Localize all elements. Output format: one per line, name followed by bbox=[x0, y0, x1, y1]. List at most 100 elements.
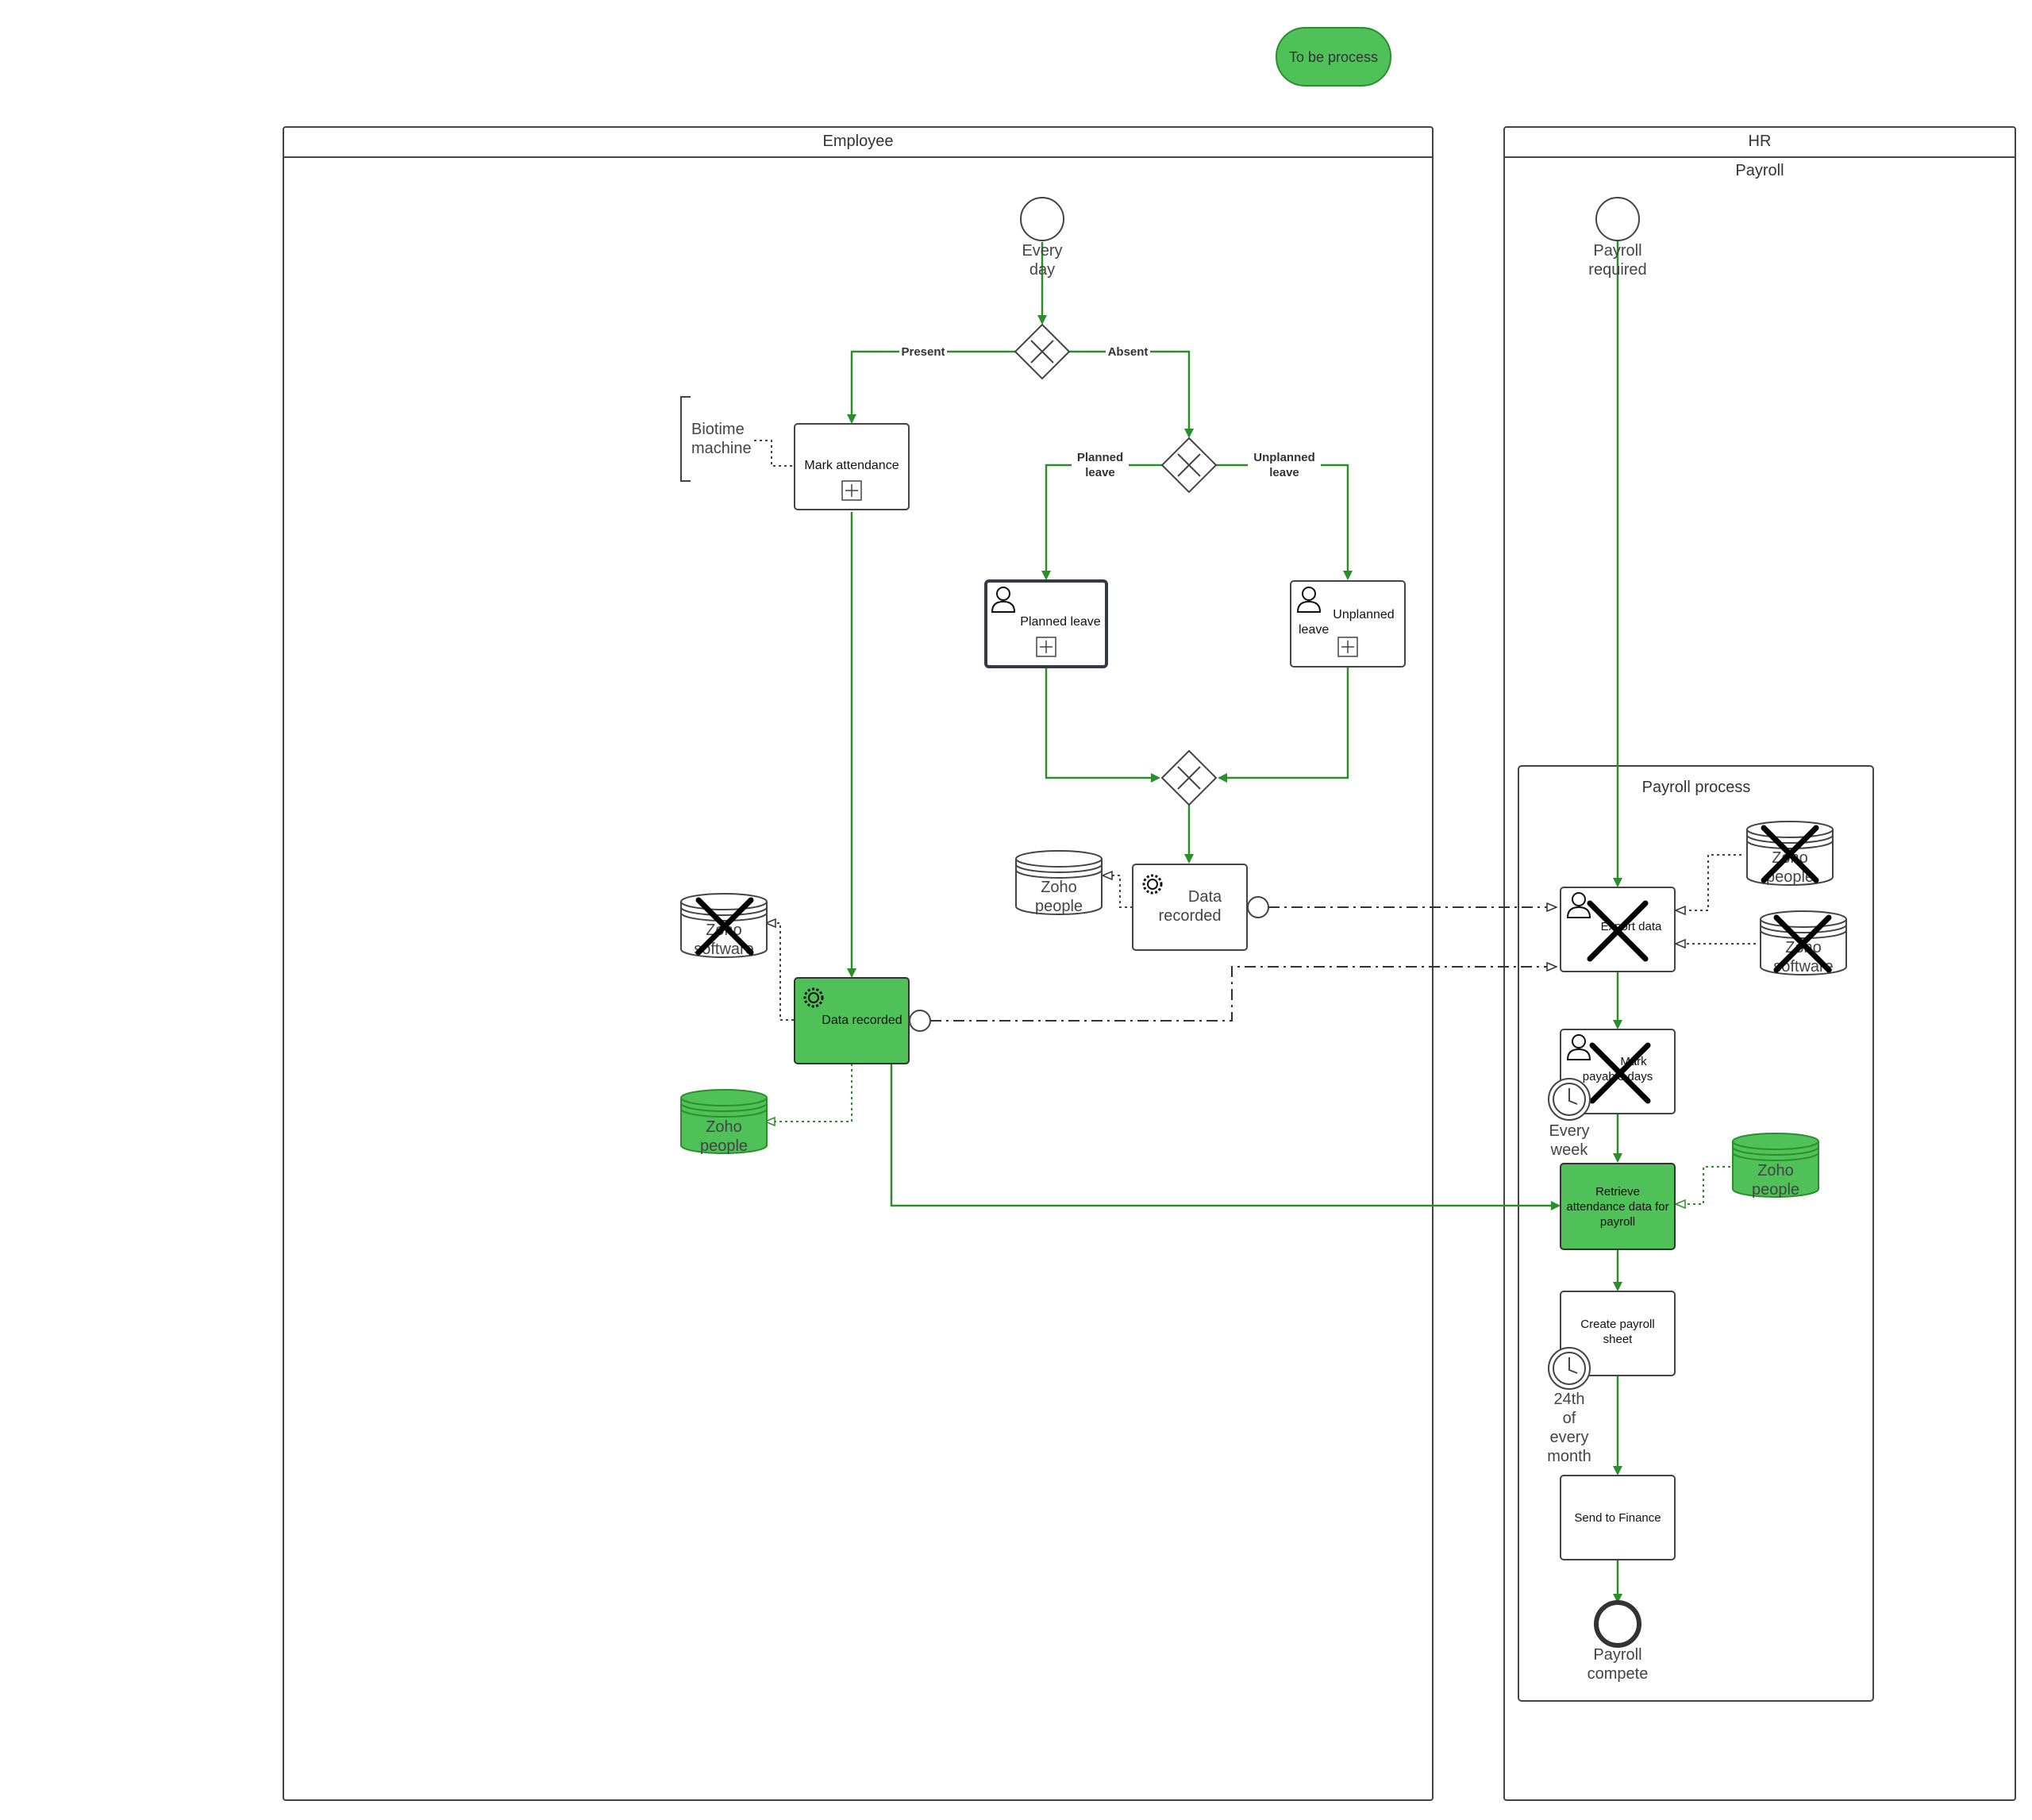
subprocess-payroll: Payroll process bbox=[1518, 765, 1874, 1702]
task-export-data[interactable]: Export data bbox=[1560, 887, 1676, 972]
datastore-zoho-people-employee-label-1: Zoho bbox=[706, 1118, 742, 1136]
task-planned-leave[interactable]: Planned leave bbox=[984, 579, 1108, 668]
task-data-recorded-leave[interactable]: Data recorded bbox=[1132, 864, 1248, 951]
gear-icon bbox=[803, 987, 824, 1008]
assoc-zoho-people-to-export bbox=[1676, 854, 1741, 910]
flow-unplanned-leave bbox=[1216, 464, 1353, 580]
flow-label-unplanned-2: leave bbox=[1269, 466, 1299, 479]
cross-out-icon bbox=[1589, 1042, 1651, 1104]
subprocess-plus-icon bbox=[1036, 637, 1056, 657]
message-event-leave bbox=[1247, 896, 1269, 918]
cross-out-icon bbox=[1587, 900, 1649, 962]
end-event-payroll-compete[interactable]: Payroll compete bbox=[1588, 1600, 1649, 1683]
timer-monthly-label-2: of bbox=[1563, 1410, 1576, 1427]
start-event-payroll-required[interactable]: Payroll required bbox=[1588, 197, 1647, 279]
timer-event-every-week[interactable]: Every week bbox=[1548, 1078, 1591, 1159]
legend: To be process bbox=[1276, 27, 1391, 87]
task-unplanned-leave-label-2: leave bbox=[1299, 623, 1329, 637]
start-event-payroll-required-label-2: required bbox=[1588, 261, 1646, 279]
datastore-zoho-people-retrieve[interactable]: Zoho people bbox=[1732, 1133, 1819, 1199]
user-icon bbox=[991, 587, 1016, 613]
user-icon bbox=[1296, 587, 1322, 613]
timer-monthly-label-1: 24th bbox=[1554, 1391, 1585, 1408]
assoc-data-to-zoho-people bbox=[766, 1064, 852, 1122]
legend-pill bbox=[1276, 27, 1391, 87]
flow-data-recorded-to-retrieve bbox=[890, 1064, 1561, 1210]
start-event-every-day-label-1: Every bbox=[1022, 242, 1062, 260]
clock-icon bbox=[1568, 1088, 1578, 1105]
subprocess-payroll-title: Payroll process bbox=[1642, 779, 1751, 796]
flow-label-unplanned-1: Unplanned bbox=[1253, 451, 1315, 464]
flow-unplanned-to-merge bbox=[1218, 668, 1349, 783]
task-mark-payable-days[interactable]: Mark payable days bbox=[1560, 1029, 1676, 1114]
legend-label: To be process bbox=[1289, 49, 1378, 65]
flow-label-absent: Absent bbox=[1108, 345, 1149, 359]
clock-icon bbox=[1568, 1357, 1578, 1374]
cross-out-icon bbox=[1773, 914, 1832, 973]
task-retrieve-label-1: Retrieve bbox=[1595, 1185, 1640, 1199]
datastore-zoho-people-leave-label-1: Zoho bbox=[1041, 879, 1077, 896]
assoc-zoho-people-to-retrieve bbox=[1676, 1166, 1730, 1204]
timer-monthly-label-3: every bbox=[1550, 1429, 1589, 1446]
task-create-payroll-sheet[interactable]: Create payroll sheet bbox=[1560, 1291, 1676, 1376]
datastore-zoho-software-employee[interactable]: Zoho software bbox=[680, 893, 768, 958]
flow-absent bbox=[1069, 350, 1194, 438]
task-create-payroll-label-1: Create payroll bbox=[1580, 1318, 1654, 1331]
task-retrieve-attendance-data[interactable]: Retrieve attendance data for payroll bbox=[1560, 1163, 1676, 1250]
task-planned-leave-label: Planned leave bbox=[1020, 615, 1101, 629]
end-event-payroll-compete-label-2: compete bbox=[1588, 1665, 1649, 1683]
task-data-recorded-leave-label-2: recorded bbox=[1159, 907, 1222, 925]
datastore-zoho-people-employee[interactable]: Zoho people bbox=[680, 1089, 768, 1155]
task-unplanned-leave[interactable]: Unplanned leave bbox=[1290, 580, 1406, 668]
pool-hr: HR Payroll bbox=[1503, 126, 2016, 1801]
task-create-payroll-label-2: sheet bbox=[1603, 1333, 1634, 1346]
cross-out-icon bbox=[695, 897, 754, 956]
gateway-planned-unplanned[interactable] bbox=[1160, 437, 1218, 494]
gateway-x-icon bbox=[1177, 766, 1201, 790]
pool-hr-title: HR bbox=[1749, 133, 1772, 150]
subprocess-plus-icon bbox=[1337, 637, 1358, 657]
datastore-zoho-people-leave-label-2: people bbox=[1035, 898, 1083, 915]
flow-present bbox=[847, 350, 1016, 424]
datastore-zoho-people-employee-label-2: people bbox=[700, 1137, 748, 1155]
task-mark-attendance[interactable]: Mark attendance bbox=[794, 423, 910, 510]
user-icon bbox=[1566, 1034, 1591, 1060]
timer-monthly-label-4: month bbox=[1547, 1448, 1591, 1465]
datastore-zoho-people-retrieve-label-2: people bbox=[1752, 1181, 1799, 1199]
flow-label-planned-1: Planned bbox=[1077, 451, 1123, 464]
datastore-zoho-people-export[interactable]: Zoho people bbox=[1746, 821, 1834, 886]
task-retrieve-label-3: payroll bbox=[1600, 1215, 1635, 1229]
assoc-data-to-zoho-software bbox=[767, 923, 794, 1021]
pool-employee-title: Employee bbox=[823, 133, 894, 150]
datastore-zoho-people-leave[interactable]: Zoho people bbox=[1015, 850, 1103, 915]
gateway-merge[interactable] bbox=[1160, 749, 1218, 806]
subprocess-plus-icon bbox=[841, 480, 862, 501]
start-event-every-day-label-2: day bbox=[1029, 261, 1055, 279]
datastore-zoho-software-export[interactable]: Zoho software bbox=[1760, 910, 1847, 975]
message-attendance-data-to-export bbox=[930, 967, 1556, 1022]
annotation-biotime-label-2: machine bbox=[691, 440, 752, 457]
timer-event-monthly[interactable]: 24th of every month bbox=[1547, 1347, 1591, 1465]
assoc-leave-to-zoho-people bbox=[1103, 875, 1133, 908]
user-icon bbox=[1566, 892, 1591, 918]
annotation-biotime-machine: Biotime machine bbox=[680, 396, 752, 482]
annotation-biotime-label-1: Biotime bbox=[691, 421, 745, 438]
message-flows bbox=[930, 907, 1556, 1022]
timer-every-week-label-2: week bbox=[1550, 1141, 1589, 1159]
task-send-to-finance[interactable]: Send to Finance bbox=[1560, 1475, 1676, 1560]
associations bbox=[754, 440, 1756, 1204]
start-event-every-day[interactable]: Every day bbox=[1020, 197, 1064, 279]
task-data-recorded-attendance[interactable]: Data recorded bbox=[794, 977, 910, 1064]
task-send-to-finance-label: Send to Finance bbox=[1574, 1511, 1661, 1525]
cross-out-icon bbox=[1761, 825, 1819, 883]
flow-label-planned-2: leave bbox=[1085, 466, 1115, 479]
task-data-recorded-attendance-label: Data recorded bbox=[822, 1014, 902, 1027]
gateway-present-absent[interactable] bbox=[1014, 323, 1071, 380]
flow-planned-leave bbox=[1041, 464, 1163, 580]
start-event-payroll-required-label-1: Payroll bbox=[1593, 242, 1641, 260]
flow-label-present: Present bbox=[901, 345, 945, 359]
task-mark-attendance-label: Mark attendance bbox=[804, 459, 899, 472]
task-unplanned-leave-label-1: Unplanned bbox=[1333, 608, 1394, 621]
flow-planned-to-merge bbox=[1045, 668, 1160, 783]
